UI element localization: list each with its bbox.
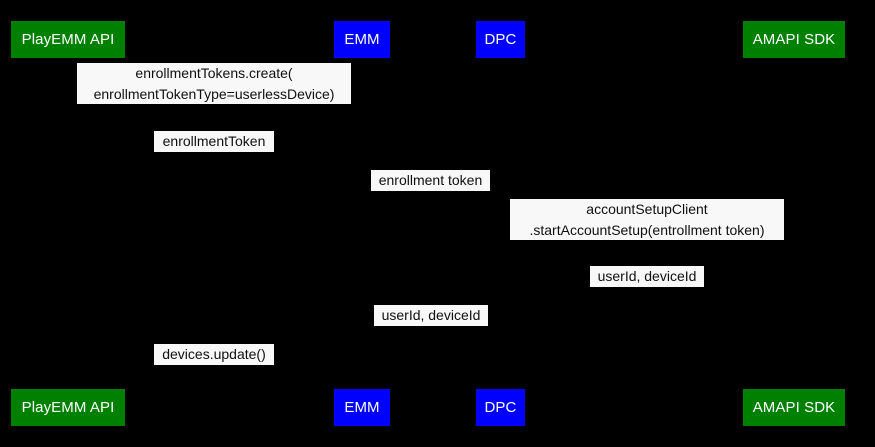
lifeline-amapi-sdk xyxy=(794,58,795,389)
participant-playemm-api-top[interactable]: PlayEMM API xyxy=(11,21,125,58)
message-label-msg-6: userId, deviceId xyxy=(374,305,488,326)
participant-emm-top[interactable]: EMM xyxy=(334,21,390,58)
message-label-msg-7: devices.update() xyxy=(154,344,274,365)
participant-dpc-bottom[interactable]: DPC xyxy=(476,389,525,426)
lifeline-dpc xyxy=(501,58,502,389)
participant-label: DPC xyxy=(484,31,517,48)
participant-dpc-top[interactable]: DPC xyxy=(476,21,525,58)
lifeline-playemm-api xyxy=(68,58,69,389)
message-label-msg-3: enrollment token xyxy=(371,170,490,191)
participant-label: DPC xyxy=(484,399,517,416)
message-label-msg-1: enrollmentTokens.create( enrollmentToken… xyxy=(77,63,351,104)
participant-emm-bottom[interactable]: EMM xyxy=(334,389,390,426)
participant-label: AMAPI SDK xyxy=(752,31,836,48)
participant-amapi-sdk-top[interactable]: AMAPI SDK xyxy=(743,21,845,58)
participant-label: AMAPI SDK xyxy=(752,399,836,416)
message-label-msg-2: enrollmentToken xyxy=(154,131,274,152)
participant-label: EMM xyxy=(344,31,380,48)
participant-amapi-sdk-bottom[interactable]: AMAPI SDK xyxy=(743,389,845,426)
participant-label: EMM xyxy=(344,399,380,416)
message-label-msg-5: userId, deviceId xyxy=(590,266,704,287)
participant-label: PlayEMM API xyxy=(21,31,115,48)
participant-label: PlayEMM API xyxy=(21,399,115,416)
lifeline-emm xyxy=(362,58,363,389)
message-label-msg-4: accountSetupClient .startAccountSetup(en… xyxy=(510,199,784,240)
participant-playemm-api-bottom[interactable]: PlayEMM API xyxy=(11,389,125,426)
